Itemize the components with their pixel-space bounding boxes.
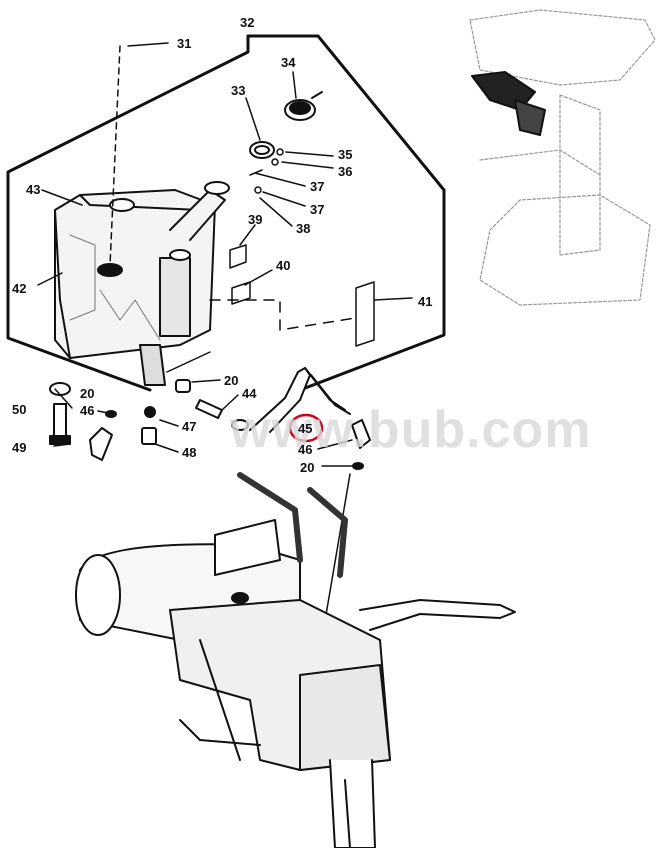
callout-20-left: 20 <box>80 386 95 401</box>
callout-45: 45 <box>298 421 313 436</box>
strainer-ring <box>249 141 275 159</box>
callout-41: 41 <box>418 294 433 309</box>
callout-32: 32 <box>240 15 255 30</box>
locator-inset-highlight <box>471 71 546 136</box>
callout-20-right: 20 <box>300 460 315 475</box>
callout-36: 36 <box>338 164 353 179</box>
callout-40: 40 <box>276 258 291 273</box>
callout-20-top: 20 <box>224 373 239 388</box>
locator-inset-view <box>469 9 656 306</box>
callout-34: 34 <box>281 55 296 70</box>
callout-38: 38 <box>296 221 311 236</box>
callout-37-upper: 37 <box>310 179 325 194</box>
assembly-bracket-outline <box>6 34 446 392</box>
callout-39: 39 <box>248 212 263 227</box>
right-elbow-fitting <box>351 419 371 470</box>
filler-cap <box>284 91 323 121</box>
callout-42: 42 <box>12 281 27 296</box>
decals <box>229 244 375 347</box>
callout-35: 35 <box>338 147 353 162</box>
hydraulic-line <box>231 367 351 433</box>
callout-31: 31 <box>177 36 192 51</box>
callout-43: 43 <box>26 182 41 197</box>
fittings-cluster <box>141 379 223 445</box>
filler-neck <box>169 181 230 241</box>
leader-lines <box>37 42 413 651</box>
callout-46-left: 46 <box>80 403 95 418</box>
callout-highlight-ring <box>288 413 324 443</box>
callout-46-right: 46 <box>298 442 313 457</box>
callout-33: 33 <box>231 83 246 98</box>
callout-44: 44 <box>242 386 257 401</box>
callout-50: 50 <box>12 402 27 417</box>
machine-assembly <box>75 472 516 848</box>
callout-49: 49 <box>12 440 27 455</box>
callout-47: 47 <box>182 419 197 434</box>
callout-37-lower: 37 <box>310 202 325 217</box>
callout-48: 48 <box>182 445 197 460</box>
